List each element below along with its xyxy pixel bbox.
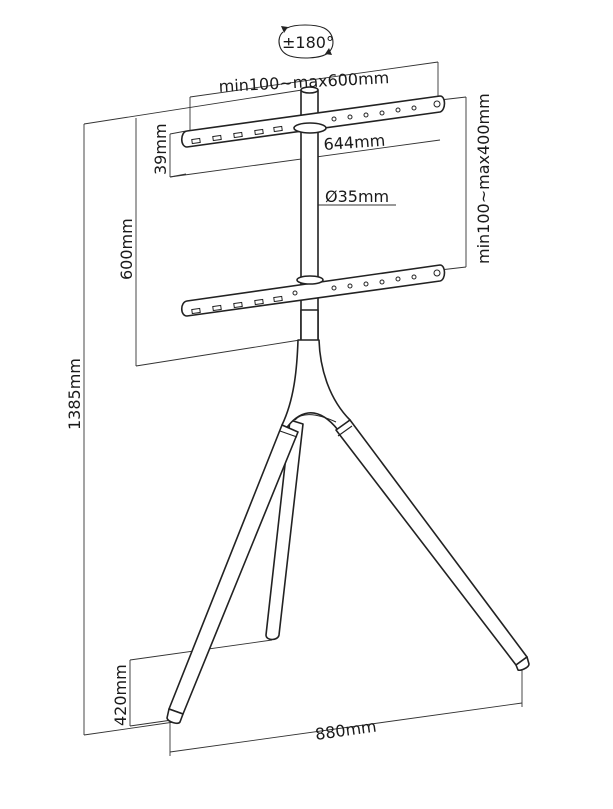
left-foot: [166, 708, 184, 725]
right-leg-joint: [337, 425, 353, 437]
base-width-label: 880mm: [314, 717, 378, 744]
bracket-height-ext-top: [169, 130, 187, 135]
upper-bracket: [180, 95, 446, 148]
fork-yoke: [281, 339, 351, 431]
total-height-label: 1385mm: [65, 358, 84, 430]
vesa-height-label: min100~max400mm: [474, 93, 493, 264]
base-width-line: [169, 702, 523, 753]
height-adjust-label: 600mm: [117, 218, 136, 280]
dimension-lines: [83, 61, 523, 756]
rotation-label: ±180°: [282, 33, 334, 52]
left-leg-joint: [279, 430, 298, 438]
rotation-badge: ±180°: [278, 24, 334, 59]
dimension-labels: min100~max600mm 39mm 644mm Ø35mm min100~…: [65, 68, 493, 744]
lower-pole: [300, 309, 319, 343]
stand-drawing: [166, 86, 530, 725]
fork-inner-arch: [294, 414, 337, 423]
bracket-height-label: 39mm: [151, 123, 170, 175]
pole-diameter-label: Ø35mm: [325, 187, 389, 206]
height-adjust-ext-bottom: [135, 339, 301, 367]
foot-height-ext-bottom: [129, 719, 173, 727]
lower-bracket: [180, 264, 446, 317]
bracket-length-label: 644mm: [323, 131, 386, 154]
rotate-arrow-head-left: [281, 26, 288, 33]
foot-height-label: 420mm: [111, 664, 130, 726]
right-foot: [515, 656, 530, 671]
pole-top-cap: [300, 86, 319, 94]
total-height-ext-bottom: [83, 721, 175, 736]
rear-leg: [265, 419, 304, 641]
rotate-arrow-head-right: [325, 48, 332, 55]
right-front-leg: [335, 419, 528, 666]
total-height-ext-top: [83, 89, 303, 125]
vesa-width-line: [189, 61, 439, 98]
